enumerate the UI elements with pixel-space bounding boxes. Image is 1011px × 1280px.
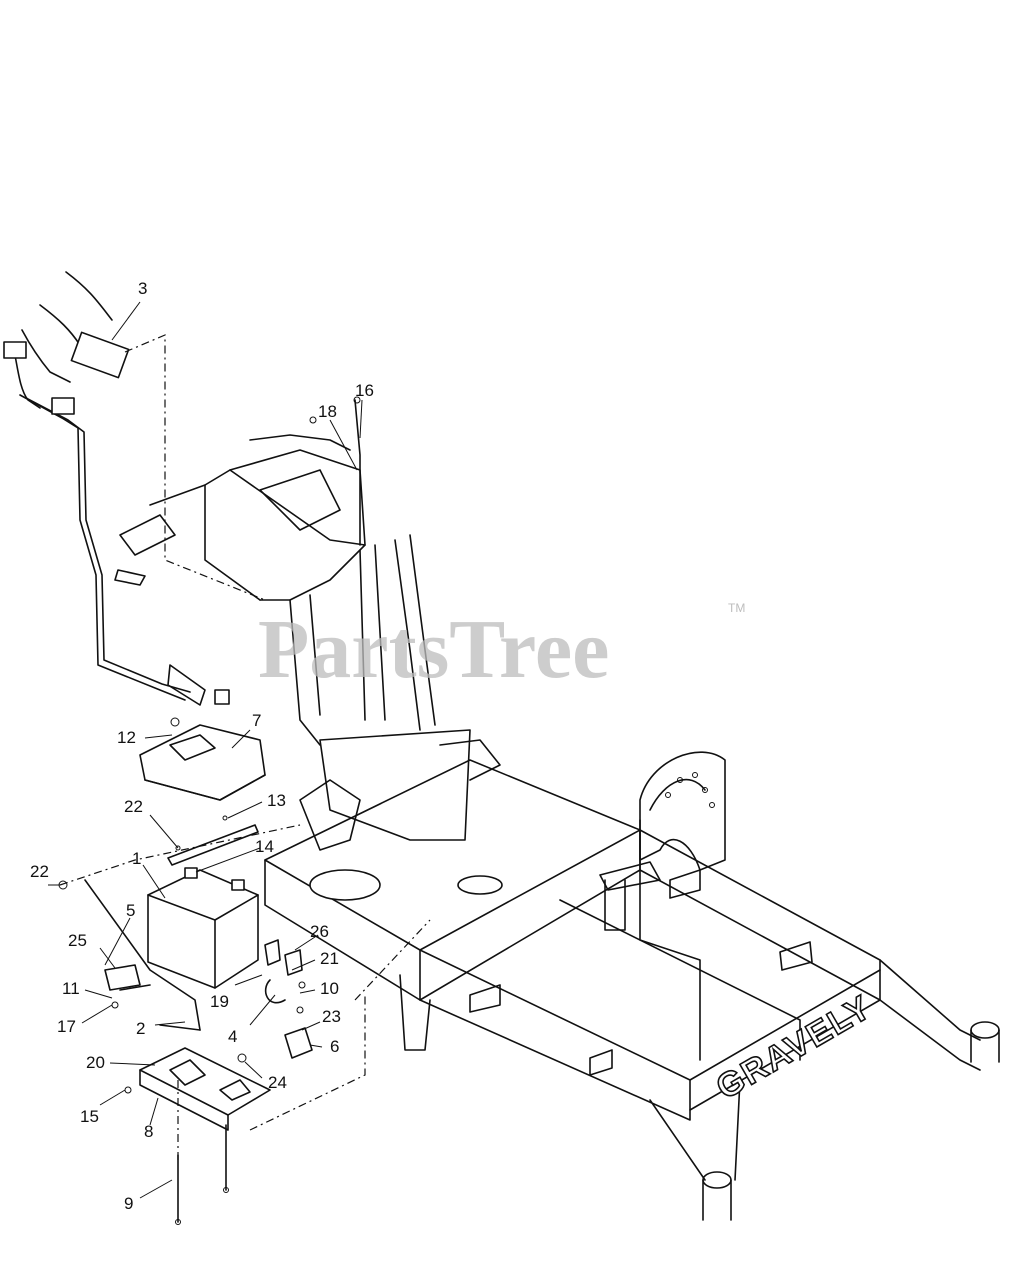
callout-16: 16 (355, 381, 374, 400)
side-plate (639, 751, 726, 871)
callout-2: 2 (136, 1019, 145, 1038)
callout-26: 26 (310, 922, 329, 941)
callout-14: 14 (255, 837, 274, 856)
callout-24: 24 (268, 1073, 287, 1092)
callout-3: 3 (138, 279, 147, 298)
callout-8: 8 (144, 1122, 153, 1141)
callout-7: 7 (252, 711, 261, 730)
battery (147, 867, 259, 989)
callout-1: 1 (132, 849, 141, 868)
hold-down-bar (167, 824, 259, 866)
callout-11: 11 (62, 979, 80, 998)
callout-6: 6 (330, 1037, 339, 1056)
cables-and-hardware (58, 396, 361, 1225)
watermark-trademark: TM (728, 601, 745, 615)
callout-15: 15 (80, 1107, 99, 1126)
callout-22a: 22 (124, 797, 143, 816)
callout-22b: 22 (30, 862, 49, 881)
assembly-dashed-lines (59, 334, 431, 1160)
control-tower (119, 434, 501, 851)
callout-17: 17 (57, 1017, 76, 1036)
callout-labels: 3 16 18 12 7 22 13 14 1 22 5 25 26 21 10… (30, 279, 374, 1213)
wiring-harness (3, 271, 230, 706)
battery-tray (139, 1047, 271, 1131)
callout-25: 25 (68, 931, 87, 950)
callout-13: 13 (267, 791, 286, 810)
callout-4: 4 (228, 1027, 237, 1046)
battery-cover (139, 724, 266, 801)
callout-18: 18 (318, 402, 337, 421)
callout-23: 23 (322, 1007, 341, 1026)
callout-20: 20 (86, 1053, 105, 1072)
callout-19: 19 (210, 992, 229, 1011)
callout-9: 9 (124, 1194, 133, 1213)
main-frame (264, 759, 1000, 1221)
callout-5: 5 (126, 901, 135, 920)
callout-21: 21 (320, 949, 339, 968)
leader-lines (48, 301, 363, 1199)
frame-brand-lettering: GRAVELY (710, 988, 879, 1107)
callout-10: 10 (320, 979, 339, 998)
callout-12: 12 (117, 728, 136, 747)
watermark: PartsTree TM (258, 601, 745, 696)
watermark-text: PartsTree (258, 603, 609, 696)
